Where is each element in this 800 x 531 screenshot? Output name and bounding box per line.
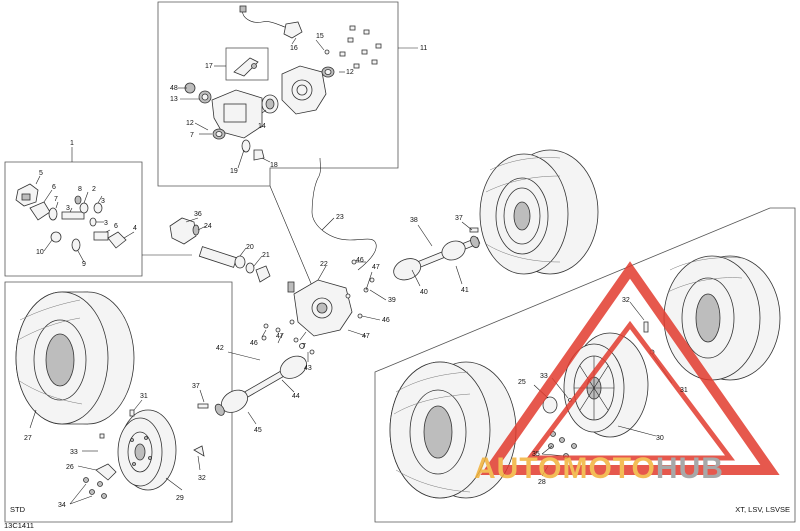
callout-8: 8 xyxy=(78,186,82,193)
callout-36: 36 xyxy=(194,211,202,218)
box-front-axle-parts xyxy=(4,161,143,277)
callout-1: 1 xyxy=(70,140,74,147)
callout-7-top: 7 xyxy=(190,132,194,139)
callout-11: 11 xyxy=(420,45,427,52)
callout-37-left: 37 xyxy=(192,383,200,390)
callout-13: 13 xyxy=(170,96,178,103)
callout-34: 34 xyxy=(58,502,66,509)
callout-2: 2 xyxy=(92,186,96,193)
callout-18: 18 xyxy=(270,162,278,169)
callout-6-top: 6 xyxy=(52,184,56,191)
watermark-text-moto: MOTO xyxy=(562,452,655,485)
callout-16: 16 xyxy=(290,45,298,52)
svg-text:AUTOMOTOHUB: AUTOMOTOHUB xyxy=(474,452,724,485)
callout-5: 5 xyxy=(39,170,43,177)
callout-41: 41 xyxy=(461,287,469,294)
callout-28: 28 xyxy=(538,479,546,486)
callout-10: 10 xyxy=(36,249,44,256)
callout-38: 38 xyxy=(410,217,418,224)
callout-4: 4 xyxy=(133,225,137,232)
callout-45: 45 xyxy=(254,427,262,434)
front-axle-exploded-view xyxy=(15,175,135,263)
callout-12-left: 12 xyxy=(186,120,194,127)
box-actuator xyxy=(225,47,269,81)
std-wheel xyxy=(15,291,205,505)
callout-23: 23 xyxy=(336,214,344,221)
callout-47-left: 47 xyxy=(276,333,284,340)
callout-3-left: 3 xyxy=(66,205,70,212)
callout-47-top: 47 xyxy=(372,264,380,271)
callout-35: 35 xyxy=(532,451,540,458)
callout-25: 25 xyxy=(518,379,526,386)
callout-24: 24 xyxy=(204,223,212,230)
box-xt-wheel xyxy=(374,207,796,523)
callout-30: 30 xyxy=(656,435,664,442)
callout-3-right: 3 xyxy=(104,220,108,227)
callout-12-top: 12 xyxy=(346,69,354,76)
center-assembly xyxy=(169,157,481,425)
box-differential-parts xyxy=(157,1,399,187)
callout-31-xt: 31 xyxy=(680,387,688,394)
callout-46-left: 46 xyxy=(250,340,258,347)
callout-39: 39 xyxy=(388,297,396,304)
callout-3-top: 3 xyxy=(101,198,105,205)
callout-17: 17 xyxy=(205,63,213,70)
callout-22: 22 xyxy=(320,261,328,268)
rear-wheel-top xyxy=(479,149,599,275)
box-std-wheel xyxy=(4,281,233,523)
callout-31-std: 31 xyxy=(140,393,148,400)
callout-33-xt: 33 xyxy=(540,373,548,380)
watermark-triangle xyxy=(480,261,780,475)
variant-label-std: STD xyxy=(10,505,26,514)
callout-6-right: 6 xyxy=(114,223,118,230)
callout-26: 26 xyxy=(66,464,74,471)
callout-7-left: 7 xyxy=(54,196,58,203)
variant-label-xt: XT, LSV, LSVSE xyxy=(735,505,790,514)
callout-47-right: 47 xyxy=(362,333,370,340)
callout-21: 21 xyxy=(262,252,270,259)
callout-32-xt: 32 xyxy=(622,297,630,304)
callout-42: 42 xyxy=(216,345,224,352)
callout-14: 14 xyxy=(258,123,266,130)
callout-9: 9 xyxy=(82,261,86,268)
callout-15: 15 xyxy=(316,33,324,40)
callout-37-right: 37 xyxy=(455,215,463,222)
callout-19: 19 xyxy=(230,168,238,175)
differential-exploded-view xyxy=(178,5,382,169)
callout-7-center: 7 xyxy=(302,343,306,350)
callout-32-std: 32 xyxy=(198,475,206,482)
watermark: AUTOMOTOHUB xyxy=(474,261,780,485)
watermark-text-hub: HUB xyxy=(656,452,724,485)
callout-48: 48 xyxy=(170,85,178,92)
callout-20: 20 xyxy=(246,244,254,251)
callout-46-top: 46 xyxy=(356,257,364,264)
callout-29: 29 xyxy=(176,495,184,502)
callout-43: 43 xyxy=(304,365,312,372)
callout-44: 44 xyxy=(292,393,300,400)
callout-33-std: 33 xyxy=(70,449,78,456)
watermark-text-auto: AUTO xyxy=(474,452,562,485)
watermark-triangle-inner xyxy=(524,320,736,461)
drawing-code: 13C1411 xyxy=(4,521,34,530)
callout-labels: 15 16 11 17 12 48 13 12 7 14 18 19 1 5 6… xyxy=(24,33,688,509)
callout-27: 27 xyxy=(24,435,32,442)
callout-46-right: 46 xyxy=(382,317,390,324)
callout-40: 40 xyxy=(420,289,428,296)
